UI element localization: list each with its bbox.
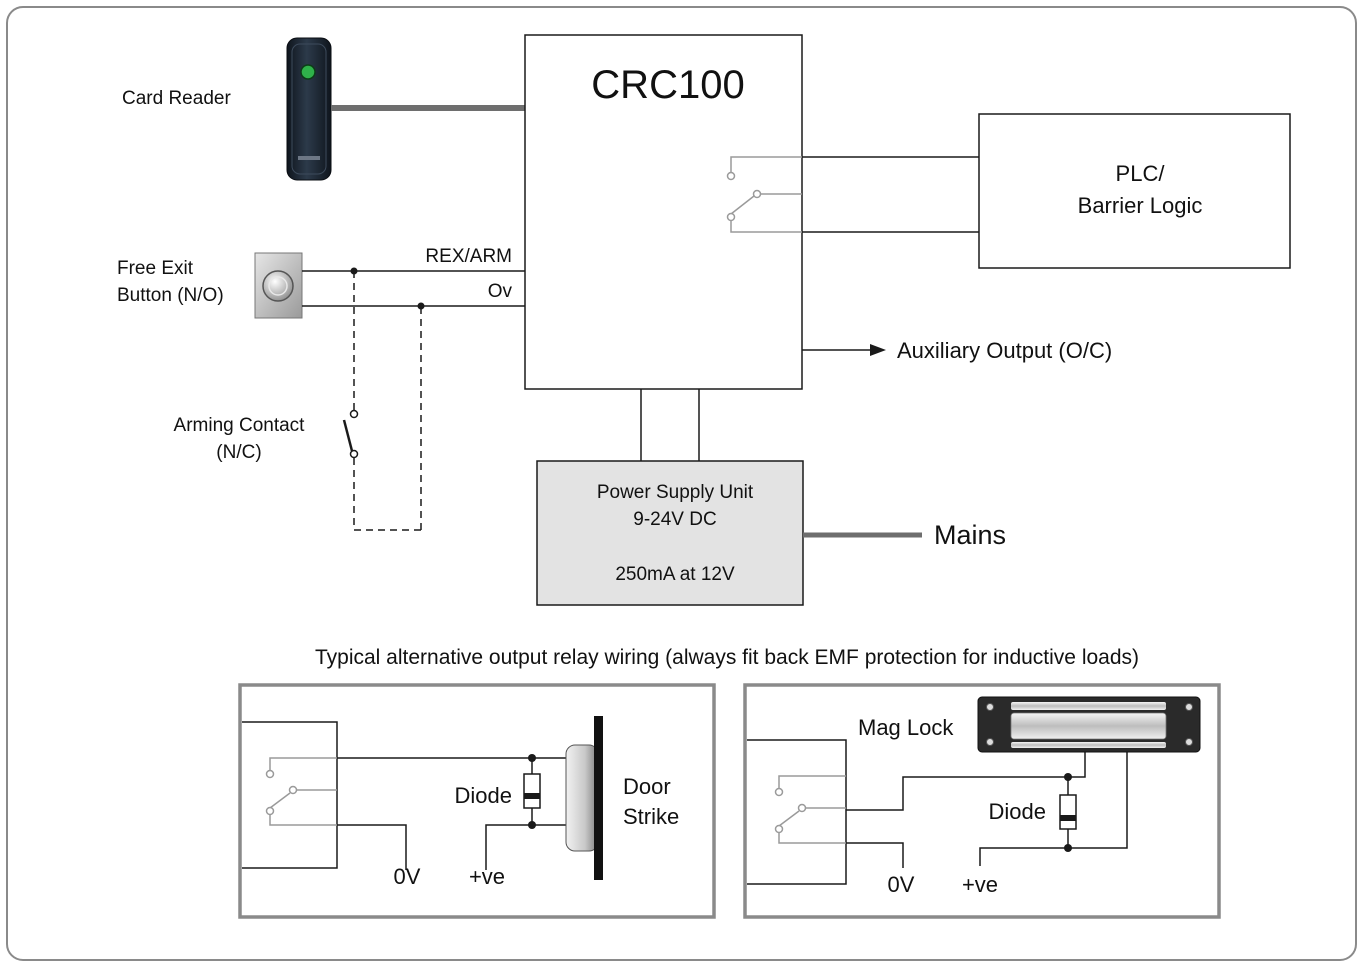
psu-label-line2: 9-24V DC (633, 509, 716, 530)
relay-contact-icon (726, 156, 802, 233)
psu-label-line3: 250mA at 12V (615, 564, 735, 585)
mag-lock-label: Mag Lock (858, 715, 954, 740)
mains-label: Mains (934, 520, 1006, 550)
free-exit-label-line1: Free Exit (117, 258, 194, 279)
push-button-icon (254, 252, 303, 319)
aux-output-label: Auxiliary Output (O/C) (897, 338, 1112, 363)
arming-label-line1: Arming Contact (174, 415, 306, 436)
psu-box (536, 460, 804, 606)
mag-diode-label: Diode (989, 799, 1046, 824)
diode-icon (523, 754, 541, 829)
relay-contact-icon (265, 757, 337, 826)
alternatives-heading: Typical alternative output relay wiring … (315, 646, 1139, 669)
arming-loop (353, 271, 422, 531)
arming-label-line2: (N/C) (216, 442, 261, 463)
aux-output-arrow (802, 344, 886, 356)
diode-icon (1059, 773, 1077, 852)
door-strike-label-line1: Door (623, 774, 671, 799)
plc-box (978, 113, 1291, 269)
free-exit-label-line2: Button (N/O) (117, 285, 224, 306)
ov-junction-dot (417, 302, 425, 310)
relay-contact-icon (774, 775, 846, 844)
outer-frame (6, 6, 1357, 961)
plc-label-line2: Barrier Logic (1078, 193, 1203, 218)
mag-lock-panel (743, 683, 1221, 919)
door-strike-panel (238, 683, 716, 919)
arming-contact-icon (342, 409, 359, 459)
door-strike-icon (565, 716, 603, 880)
mag-plus-ve-label: +ve (962, 872, 998, 897)
card-reader-label: Card Reader (122, 88, 231, 109)
door-strike-label-line2: Strike (623, 804, 679, 829)
mag-zero-v-label: 0V (888, 872, 915, 897)
door-plus-ve-label: +ve (469, 864, 505, 889)
card-reader-icon (286, 37, 332, 181)
mag-lock-icon (977, 696, 1201, 753)
controller-title: CRC100 (591, 63, 744, 107)
rex-arm-label: REX/ARM (425, 246, 512, 267)
door-diode-label: Diode (455, 783, 512, 808)
ov-label: Ov (488, 281, 513, 302)
plc-label-line1: PLC/ (1116, 161, 1166, 186)
controller-box (524, 34, 803, 390)
door-zero-v-label: 0V (394, 864, 421, 889)
psu-label-line1: Power Supply Unit (597, 482, 754, 503)
